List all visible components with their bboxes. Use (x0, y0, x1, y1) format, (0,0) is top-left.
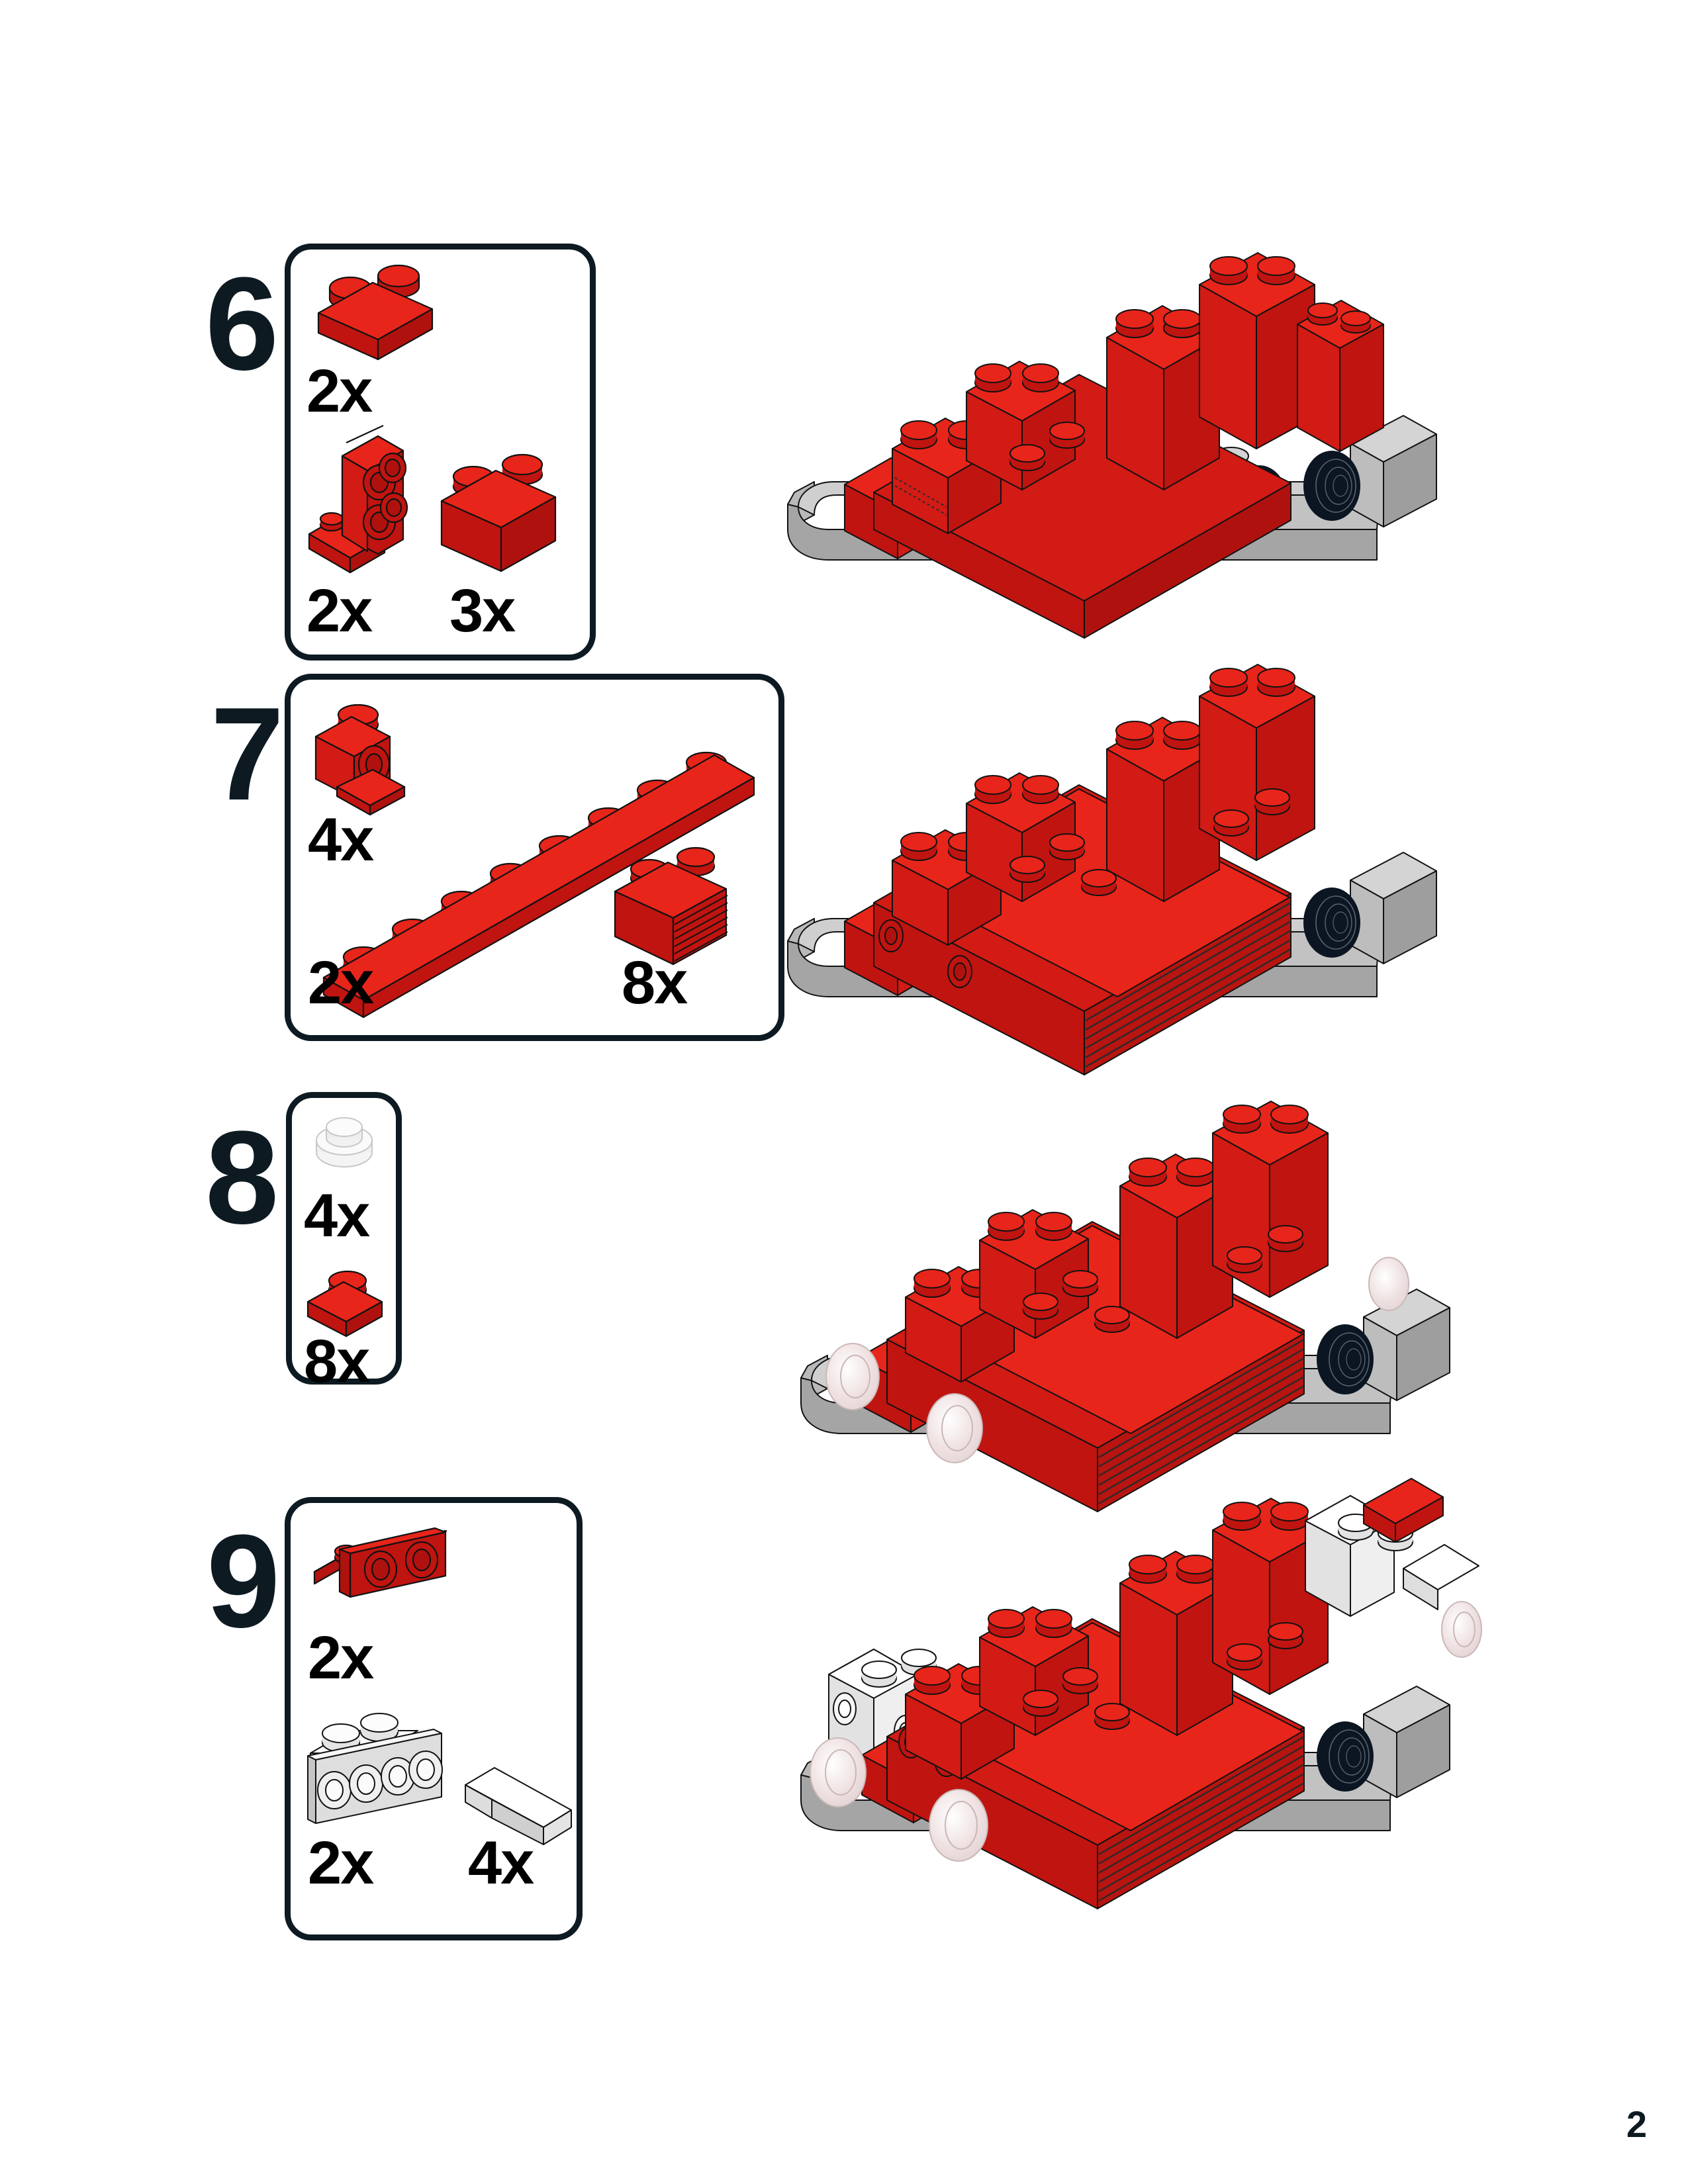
step-number-8: 8 (205, 1104, 279, 1251)
qty-step9-part1: 2x (308, 1624, 374, 1692)
part-plate-1x2 (309, 264, 442, 361)
part-brick-1x1-stud-on-side (310, 696, 413, 816)
qty-step7-part2: 2x (308, 949, 374, 1017)
qty-step6-part1: 2x (306, 357, 373, 425)
part-bracket-1x2-2x2 (305, 425, 451, 578)
model-step-6 (768, 218, 1496, 642)
model-step-9 (781, 1476, 1523, 1913)
step-number-6: 6 (205, 250, 279, 398)
parts-box-step-9: 2x (285, 1497, 583, 1940)
model-step-7 (768, 655, 1496, 1079)
parts-box-step-6: 2x (285, 244, 596, 660)
part-plate-1x8 (304, 751, 780, 1019)
qty-step9-part3: 4x (468, 1829, 534, 1897)
part-plate-1x1-red (300, 1263, 393, 1338)
qty-step8-part2: 8x (304, 1328, 370, 1395)
qty-step7-part1: 4x (308, 806, 374, 874)
page-number: 2 (1626, 2103, 1647, 2145)
qty-step8-part1: 4x (304, 1182, 370, 1250)
qty-step7-part3: 8x (622, 949, 688, 1017)
part-brick-1x2 (436, 453, 579, 577)
step-number-9: 9 (207, 1508, 280, 1655)
part-bracket-1x2-1x2-inverted (309, 1520, 461, 1619)
part-slope-1x2-white (455, 1761, 581, 1854)
qty-step9-part2: 2x (308, 1829, 374, 1897)
part-round-plate-1x1-clear (301, 1111, 387, 1177)
qty-step6-part3: 3x (449, 577, 516, 645)
part-bracket-1x4-1x2-white (306, 1708, 505, 1827)
qty-step6-part2: 2x (306, 577, 373, 645)
model-step-8 (781, 1092, 1509, 1516)
part-brick-1x2-grille (608, 845, 751, 978)
parts-box-step-8: 4x 8x (286, 1092, 402, 1392)
parts-box-step-7: 4x (285, 674, 784, 1041)
step-number-7: 7 (211, 680, 284, 828)
